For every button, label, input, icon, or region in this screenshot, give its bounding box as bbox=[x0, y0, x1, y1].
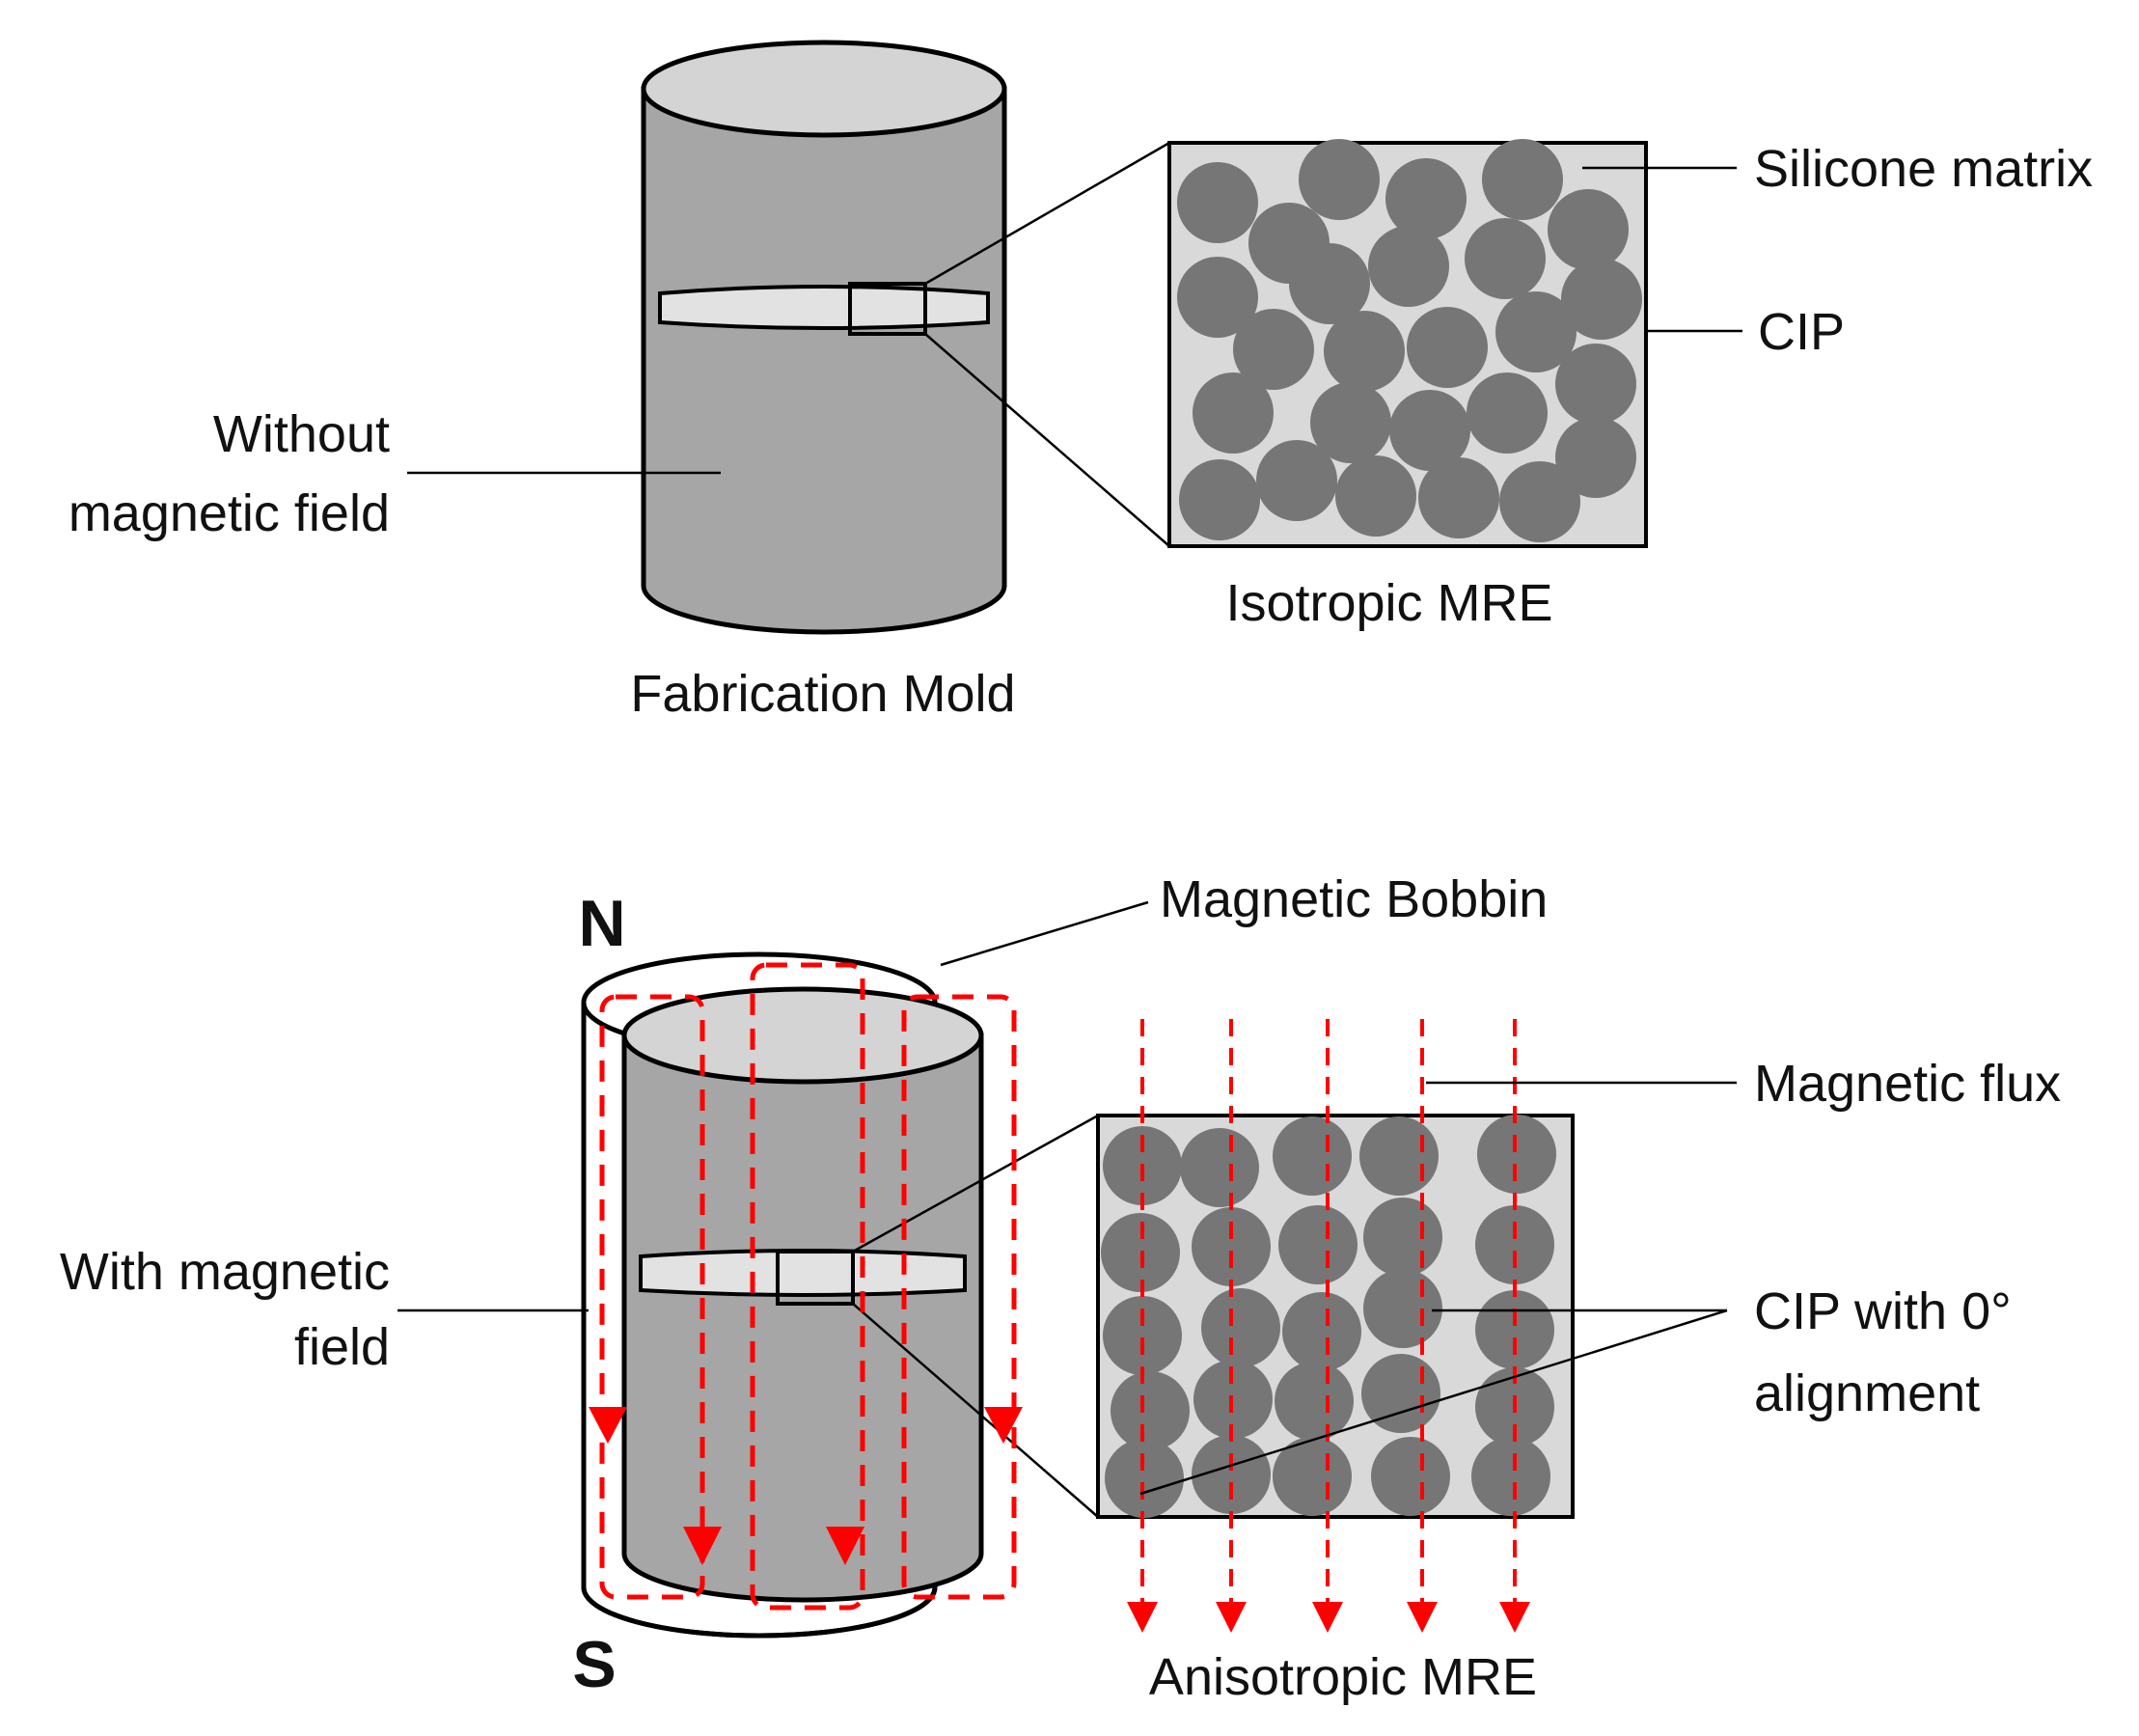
flux-arrowhead bbox=[1499, 1602, 1530, 1633]
isotropic-particle bbox=[1179, 459, 1260, 540]
isotropic-particle bbox=[1389, 390, 1470, 471]
isotropic-particle bbox=[1177, 162, 1258, 243]
aligned-particle bbox=[1371, 1437, 1450, 1516]
anisotropic-mre-label: Anisotropic MRE bbox=[1149, 1648, 1537, 1706]
isotropic-particle bbox=[1335, 455, 1416, 537]
isotropic-particle bbox=[1193, 372, 1274, 454]
flux-arrowhead-center-right bbox=[826, 1527, 864, 1565]
aligned-particle bbox=[1103, 1296, 1182, 1375]
fabrication-mold-cylinder bbox=[641, 40, 1007, 635]
aligned-particle bbox=[1475, 1290, 1554, 1369]
magnetic-flux-lines bbox=[1127, 1019, 1530, 1633]
aligned-particle bbox=[1201, 1288, 1280, 1367]
zoom-line-bottom bbox=[924, 333, 1170, 547]
isotropic-particle bbox=[1561, 259, 1642, 340]
cip-aligned-label-line2: alignment bbox=[1754, 1364, 1980, 1422]
flux-loop-left bbox=[599, 994, 705, 1600]
magnetic-flux-label: Magnetic flux bbox=[1754, 1055, 2061, 1113]
isotropic-particle bbox=[1385, 158, 1467, 239]
flux-arrowhead bbox=[1407, 1602, 1438, 1633]
zoom-region-box bbox=[848, 282, 927, 336]
aligned-particle bbox=[1192, 1435, 1271, 1514]
isotropic-particle bbox=[1495, 291, 1577, 372]
aligned-particle bbox=[1363, 1198, 1442, 1277]
zoom-region-box-magnetized bbox=[776, 1250, 855, 1306]
isotropic-particle bbox=[1407, 307, 1488, 388]
flux-loops bbox=[599, 962, 1017, 1611]
aligned-particle bbox=[1278, 1205, 1357, 1284]
silicone-matrix-label: Silicone matrix bbox=[1754, 140, 2093, 198]
isotropic-particle bbox=[1499, 461, 1580, 542]
aligned-particle bbox=[1180, 1128, 1259, 1207]
with-field-label-line2: field bbox=[294, 1318, 390, 1376]
flux-arrows-cylinder bbox=[589, 1407, 1023, 1565]
with-field-label-line1: With magnetic bbox=[60, 1243, 390, 1301]
isotropic-particle bbox=[1256, 440, 1337, 521]
aligned-particle bbox=[1273, 1116, 1352, 1196]
top-panel: Without magnetic field Silicone matrix C… bbox=[69, 40, 2093, 723]
aligned-particle bbox=[1192, 1207, 1271, 1286]
isotropic-particle bbox=[1465, 218, 1546, 299]
flux-loop-center bbox=[750, 962, 865, 1611]
isotropic-mre-label: Isotropic MRE bbox=[1225, 574, 1552, 632]
aligned-particle bbox=[1471, 1437, 1550, 1516]
flux-arrowhead bbox=[1216, 1602, 1247, 1633]
south-pole-label: S bbox=[572, 1628, 616, 1701]
bottom-panel: N S Magnetic Bobbin With magnetic field … bbox=[60, 870, 2061, 1706]
flux-arrowhead-left bbox=[589, 1407, 627, 1444]
mre-sample-disk-magnetized bbox=[639, 1249, 967, 1297]
isotropic-particle bbox=[1299, 139, 1380, 220]
flux-arrowhead-center-left bbox=[683, 1527, 722, 1565]
aligned-particle bbox=[1275, 1362, 1354, 1441]
aligned-particle bbox=[1363, 1269, 1442, 1348]
fabrication-mold-label: Fabrication Mold bbox=[630, 665, 1015, 723]
cip-aligned-leader-lower bbox=[1139, 1309, 1728, 1496]
fabrication-mold-cylinder-magnetized bbox=[581, 986, 984, 1639]
zoom-line-bottom-magnetized bbox=[852, 1303, 1099, 1518]
flux-arrowhead bbox=[1312, 1602, 1343, 1633]
isotropic-particle bbox=[1289, 243, 1370, 324]
bobbin-leader bbox=[940, 900, 1149, 967]
without-field-label-line2: magnetic field bbox=[69, 484, 390, 542]
isotropic-particle bbox=[1310, 382, 1391, 463]
isotropic-particle bbox=[1368, 226, 1449, 307]
zoom-line-top-magnetized bbox=[852, 1114, 1099, 1254]
aligned-particle bbox=[1359, 1116, 1439, 1196]
aligned-particle bbox=[1475, 1205, 1554, 1284]
cip-aligned-label-line1: CIP with 0° bbox=[1754, 1282, 2012, 1340]
isotropic-particle bbox=[1418, 457, 1499, 538]
isotropic-particle bbox=[1482, 139, 1563, 220]
flux-arrowhead bbox=[1127, 1602, 1158, 1633]
isotropic-particle bbox=[1555, 417, 1636, 498]
aligned-particle bbox=[1477, 1115, 1556, 1194]
isotropic-particle bbox=[1467, 372, 1548, 454]
flux-arrowhead-right bbox=[984, 1407, 1023, 1444]
isotropic-particle bbox=[1555, 344, 1636, 425]
aligned-particle bbox=[1282, 1292, 1361, 1371]
magnetic-bobbin-label: Magnetic Bobbin bbox=[1160, 870, 1548, 928]
cip-label: CIP bbox=[1758, 303, 1845, 361]
anisotropic-mre-inset bbox=[1096, 1114, 1575, 1519]
aligned-particle bbox=[1105, 1439, 1184, 1518]
isotropic-particle bbox=[1324, 311, 1405, 392]
isotropic-mre-inset bbox=[1167, 139, 1648, 548]
aligned-particle bbox=[1273, 1437, 1352, 1516]
without-field-label-line1: Without bbox=[213, 405, 390, 463]
isotropic-particle bbox=[1233, 309, 1314, 390]
isotropic-particle bbox=[1177, 257, 1258, 338]
flux-loop-right bbox=[901, 994, 1017, 1600]
aligned-particle bbox=[1111, 1371, 1190, 1450]
zoom-line-top bbox=[924, 141, 1170, 286]
north-pole-label: N bbox=[578, 887, 625, 960]
isotropic-particles bbox=[1177, 139, 1642, 542]
isotropic-particle bbox=[1548, 189, 1629, 270]
mre-sample-disk bbox=[658, 285, 990, 330]
